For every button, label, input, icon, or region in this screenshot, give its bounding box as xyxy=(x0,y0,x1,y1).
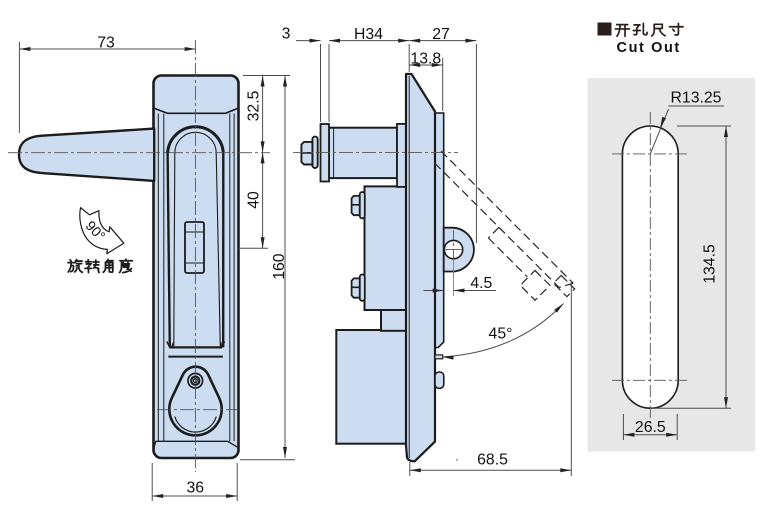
svg-text:Cut Out: Cut Out xyxy=(617,40,681,56)
svg-text:45°: 45° xyxy=(489,325,513,342)
svg-text:13.8: 13.8 xyxy=(410,50,441,67)
svg-text:27: 27 xyxy=(432,26,450,43)
svg-text:32.5: 32.5 xyxy=(246,90,263,121)
svg-text:26.5: 26.5 xyxy=(635,419,666,436)
svg-text:H34: H34 xyxy=(354,26,383,43)
svg-text:68.5: 68.5 xyxy=(477,451,508,468)
svg-text:36: 36 xyxy=(187,479,205,496)
svg-text:134.5: 134.5 xyxy=(702,244,719,284)
svg-text:3: 3 xyxy=(282,25,291,42)
svg-text:R13.25: R13.25 xyxy=(671,90,722,107)
svg-text:160: 160 xyxy=(271,253,288,280)
svg-text:73: 73 xyxy=(97,35,115,52)
svg-text:4.5: 4.5 xyxy=(470,275,492,292)
svg-text:40: 40 xyxy=(246,191,263,209)
